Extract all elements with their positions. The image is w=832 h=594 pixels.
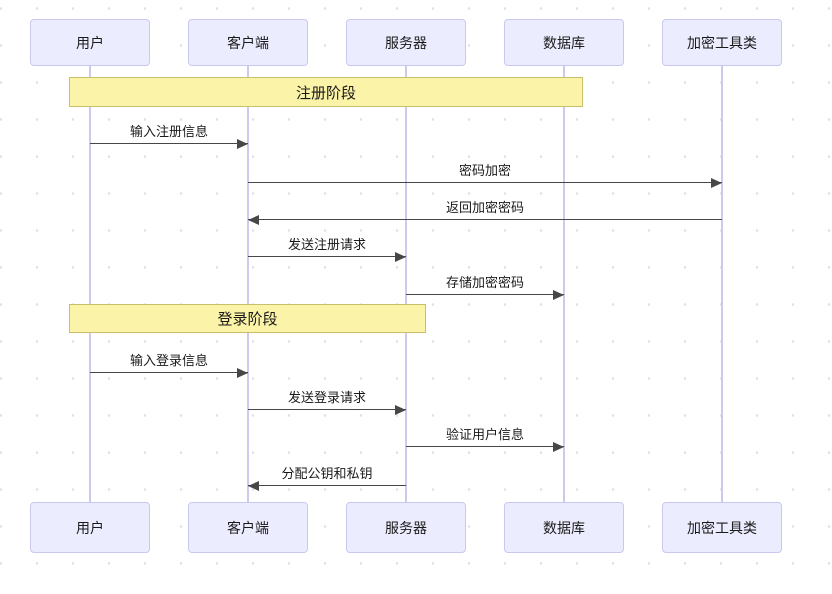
actor-label: 客户端 — [227, 34, 269, 51]
actor-top-database[interactable]: 数据库 — [504, 19, 624, 66]
actor-label: 加密工具类 — [687, 34, 757, 51]
arrowhead-icon — [395, 404, 406, 415]
message-line-send-register-request[interactable] — [248, 256, 406, 258]
message-label-verify-user-info[interactable]: 验证用户信息 — [445, 427, 524, 442]
arrowhead-icon — [248, 214, 259, 225]
actor-bottom-database[interactable]: 数据库 — [504, 502, 624, 553]
actor-bottom-client[interactable]: 客户端 — [188, 502, 308, 553]
actor-label: 客户端 — [227, 519, 269, 536]
arrowhead-icon — [553, 441, 564, 452]
message-label-send-login-request[interactable]: 发送登录请求 — [287, 390, 366, 405]
message-label-store-encrypted-password[interactable]: 存储加密密码 — [445, 275, 524, 290]
actor-bottom-server[interactable]: 服务器 — [346, 502, 466, 553]
actor-bottom-user[interactable]: 用户 — [30, 502, 150, 553]
actor-label: 服务器 — [385, 34, 427, 51]
message-line-send-login-request[interactable] — [248, 409, 406, 411]
phase-band-label: 登录阶段 — [217, 311, 278, 328]
lifeline-server — [405, 65, 407, 502]
message-line-verify-user-info[interactable] — [406, 446, 564, 448]
lifeline-crypto-util — [721, 65, 723, 502]
actor-top-server[interactable]: 服务器 — [346, 19, 466, 66]
message-line-store-encrypted-password[interactable] — [406, 294, 564, 296]
message-line-return-encrypted-password[interactable] — [248, 219, 722, 221]
actor-label: 服务器 — [385, 519, 427, 536]
actor-label: 用户 — [76, 34, 104, 51]
actor-label: 数据库 — [543, 519, 585, 536]
arrowhead-icon — [553, 289, 564, 300]
message-label-input-login-info[interactable]: 输入登录信息 — [129, 353, 208, 368]
lifeline-user — [89, 65, 91, 502]
message-label-assign-public-private-key[interactable]: 分配公钥和私钥 — [281, 466, 373, 481]
phase-band-register[interactable]: 注册阶段 — [69, 77, 583, 107]
actor-label: 数据库 — [543, 34, 585, 51]
message-label-return-encrypted-password[interactable]: 返回加密密码 — [445, 200, 524, 215]
phase-band-label: 注册阶段 — [295, 84, 356, 102]
arrowhead-icon — [237, 367, 248, 378]
arrowhead-icon — [395, 251, 406, 262]
lifeline-database — [563, 65, 565, 502]
message-line-input-login-info[interactable] — [90, 372, 248, 374]
message-line-input-register-info[interactable] — [90, 143, 248, 145]
message-line-encrypt-password[interactable] — [248, 182, 722, 184]
message-label-send-register-request[interactable]: 发送注册请求 — [287, 237, 366, 252]
actor-label: 用户 — [76, 519, 104, 536]
actor-top-crypto-util[interactable]: 加密工具类 — [662, 19, 782, 66]
actor-label: 加密工具类 — [687, 519, 757, 536]
arrowhead-icon — [237, 138, 248, 149]
message-label-encrypt-password[interactable]: 密码加密 — [458, 163, 511, 178]
phase-band-login[interactable]: 登录阶段 — [69, 304, 426, 333]
arrowhead-icon — [248, 480, 259, 491]
message-label-input-register-info[interactable]: 输入注册信息 — [129, 124, 208, 139]
arrowhead-icon — [711, 177, 722, 188]
actor-bottom-crypto-util[interactable]: 加密工具类 — [662, 502, 782, 553]
actor-top-user[interactable]: 用户 — [30, 19, 150, 66]
message-line-assign-public-private-key[interactable] — [248, 485, 406, 487]
lifeline-client — [247, 65, 249, 502]
actor-top-client[interactable]: 客户端 — [188, 19, 308, 66]
